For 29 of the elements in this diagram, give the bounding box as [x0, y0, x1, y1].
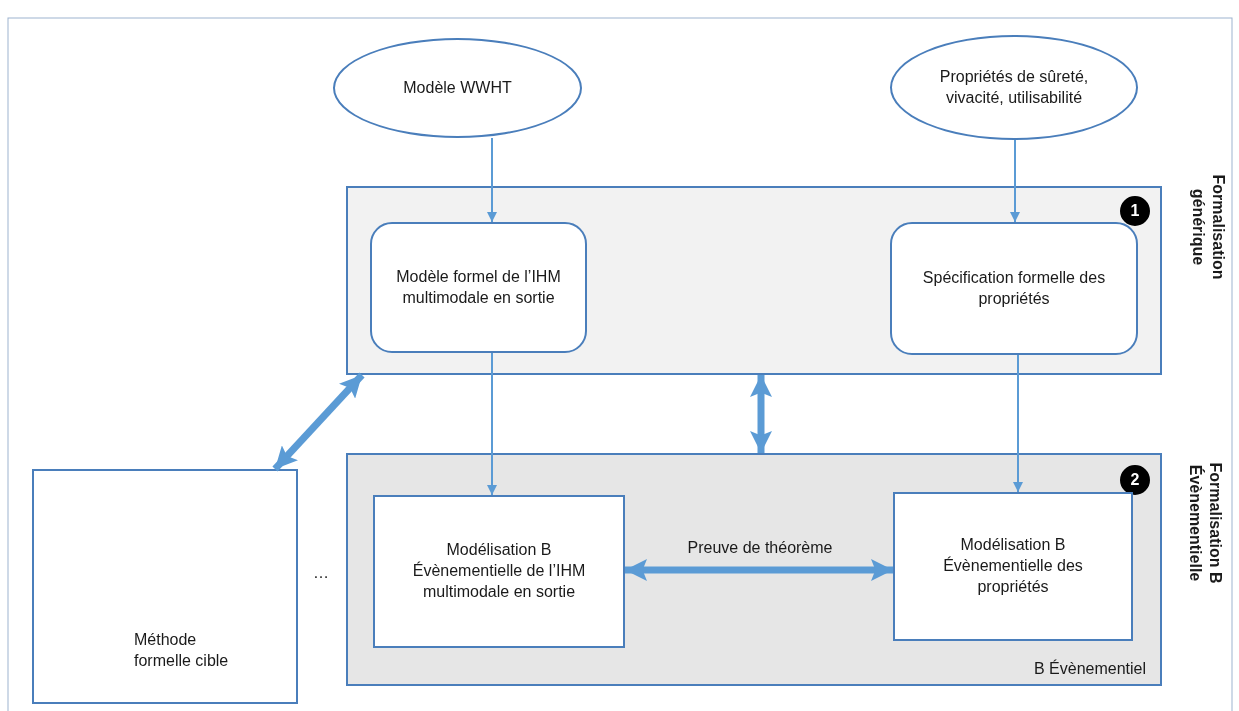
node-label: Modélisation B Évènementielle des propriétés	[942, 535, 1084, 597]
node-label: Propriétés de sûreté, vivacité, utilisabilité	[938, 66, 1090, 108]
arrow	[1010, 139, 1020, 223]
arrow	[487, 352, 497, 496]
process-box	[893, 492, 1133, 641]
double-arrow	[750, 375, 772, 453]
node-label: Modèle WWHT	[403, 77, 512, 98]
ellipsis-text: …	[313, 564, 329, 582]
node-label: Modèle formel de l’IHM multimodale en sortie	[395, 266, 562, 308]
side-heading: Formalisation B Évènementielle	[1186, 461, 1225, 586]
number-badge	[1120, 465, 1150, 495]
node-label: Modélisation B Évènementielle de l’IHM multimodale en sortie	[411, 540, 587, 602]
node-label: Spécification formelle des propriétés	[921, 267, 1107, 309]
process-box	[370, 222, 587, 353]
double-arrow	[625, 559, 893, 581]
panel-title: B Évènementiel	[1033, 659, 1146, 680]
side-heading: Formalisation générique	[1189, 173, 1228, 282]
arrow	[1013, 354, 1023, 493]
process-box	[373, 495, 625, 648]
process-box	[890, 222, 1138, 355]
badge-number: 1	[1130, 200, 1140, 221]
badge-number: 2	[1130, 469, 1140, 490]
node-label: Méthode formelle cible	[134, 630, 230, 672]
group-panel	[346, 453, 1162, 686]
process-box	[32, 469, 298, 704]
double-arrow	[272, 372, 365, 472]
number-badge	[1120, 196, 1150, 226]
arrow	[487, 137, 497, 223]
group-panel	[346, 186, 1162, 375]
